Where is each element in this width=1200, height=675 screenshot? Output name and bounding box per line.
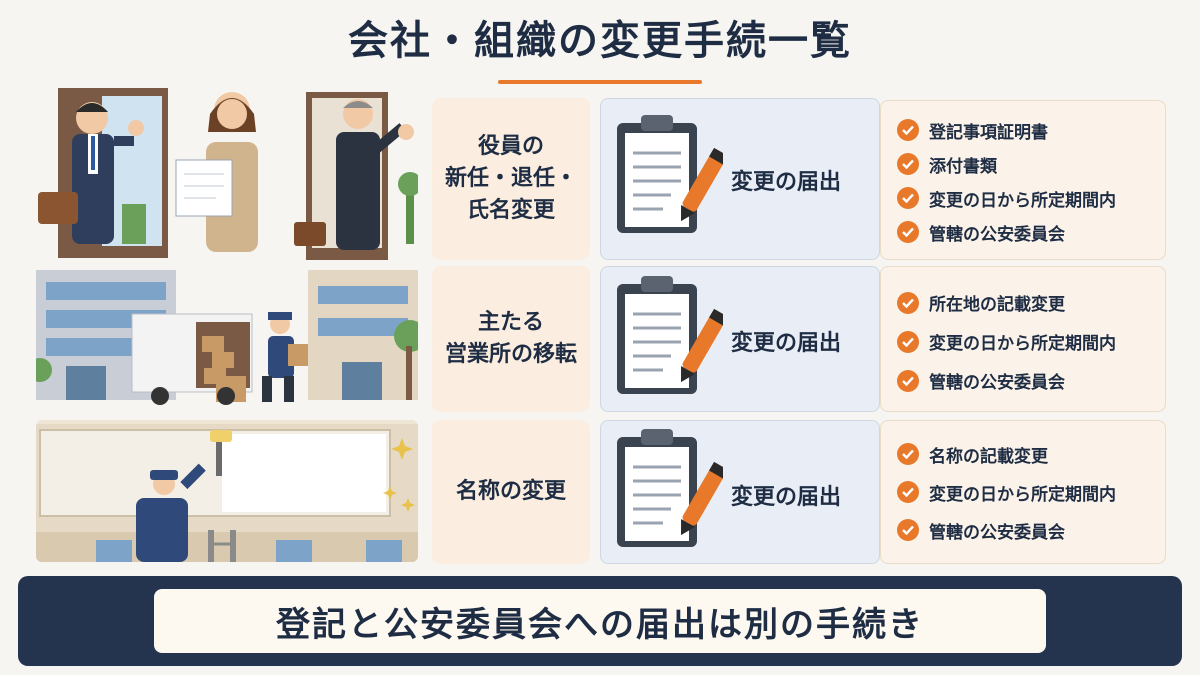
requirement-text: 管轄の公安委員会 [929,373,1065,393]
clipboard-pen-icon [617,429,723,547]
requirement-item: 変更の日から所定期間内 [897,473,1116,511]
officers-label-box: 役員の 新任・退任・ 氏名変更 [432,98,590,260]
check-icon [897,330,919,353]
requirement-text: 変更の日から所定期間内 [929,190,1116,211]
relocation-requirements-box: 所在地の記載変更 変更の日から所定期間内 管轄の公安委員会 [880,266,1166,412]
officers-procedure-box: 変更の届出 [600,98,880,260]
name-change-label: 名称の変更 [455,479,566,505]
requirement-text: 管轄の公安委員会 [929,224,1065,245]
officers-procedure-text: 変更の届出 [731,170,842,195]
relocation-label-box: 主たる 営業所の移転 [432,266,590,412]
requirement-item: 所在地の記載変更 [897,283,1116,322]
name-change-label-box: 名称の変更 [432,420,590,564]
requirement-text: 変更の日から所定期間内 [929,334,1116,354]
requirement-item: 変更の日から所定期間内 [897,322,1116,361]
requirement-item: 名称の記載変更 [897,435,1116,473]
check-icon [897,153,919,175]
requirement-text: 登記事項証明書 [929,122,1048,143]
requirement-item: 登記事項証明書 [897,113,1116,147]
row-name-change: 名称の変更 変更の届出 名称の記載変更 [0,420,1200,564]
requirement-text: 変更の日から所定期間内 [929,484,1116,505]
officers-requirements-box: 登記事項証明書 添付書類 変更の日から所定期間内 管轄の公安委員会 [880,100,1166,260]
requirement-text: 管轄の公安委員会 [929,522,1065,543]
row-office-relocation: 主たる 営業所の移転 変更の届出 所在地の記載変更 [0,266,1200,412]
requirement-text: 所在地の記載変更 [929,295,1065,315]
clipboard-pen-icon [617,276,723,394]
relocation-procedure-box: 変更の届出 [600,266,880,412]
check-icon [897,443,919,465]
check-icon [897,481,919,503]
row-officers: 役員の 新任・退任・ 氏名変更 変更の届出 登記事項証明書 [0,84,1200,260]
relocation-procedure-text: 変更の届出 [731,331,842,356]
requirement-item: 管轄の公安委員会 [897,511,1116,549]
requirement-text: 添付書類 [929,156,997,177]
name-change-requirements-box: 名称の記載変更 変更の日から所定期間内 管轄の公安委員会 [880,420,1166,564]
footer-banner: 登記と公安委員会への届出は別の手続き [18,576,1182,666]
officers-label: 役員の 新任・退任・ 氏名変更 [444,134,577,223]
check-icon [897,119,919,141]
check-icon [897,221,919,243]
name-change-procedure-text: 変更の届出 [731,485,842,510]
requirement-item: 管轄の公安委員会 [897,215,1116,249]
clipboard-pen-icon [617,115,723,233]
requirement-text: 名称の記載変更 [929,446,1048,467]
relocation-illustration [36,266,418,406]
footer-note: 登記と公安委員会への届出は別の手続き [276,604,924,645]
title-underline [498,80,702,84]
relocation-label: 主たる 営業所の移転 [444,310,577,367]
check-icon [897,369,919,392]
check-icon [897,519,919,541]
name-change-illustration [36,420,418,562]
check-icon [897,291,919,314]
officers-illustration [36,84,418,260]
requirement-item: 管轄の公安委員会 [897,361,1116,400]
check-icon [897,187,919,209]
page-title: 会社・組織の変更手続一覧 [348,18,852,64]
footer-note-box: 登記と公安委員会への届出は別の手続き [154,589,1046,653]
requirement-item: 添付書類 [897,147,1116,181]
requirement-item: 変更の日から所定期間内 [897,181,1116,215]
name-change-procedure-box: 変更の届出 [600,420,880,564]
